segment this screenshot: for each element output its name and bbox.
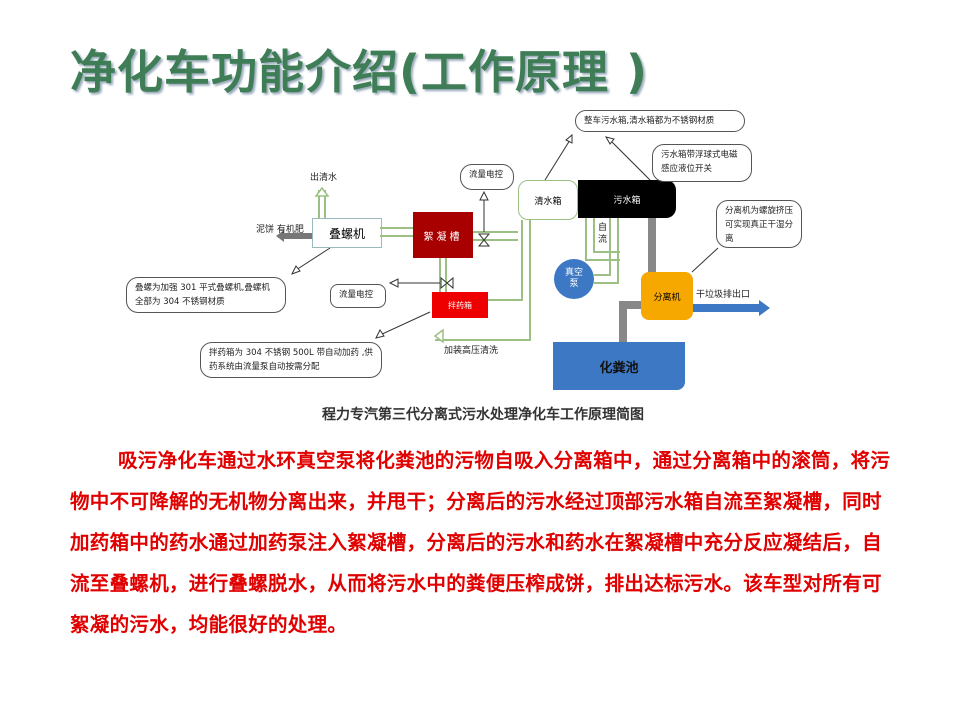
clean-water-out-label: 出清水 [310, 173, 338, 183]
flow-control-top-callout: 流量电控 [460, 164, 514, 190]
screw-press-note-callout: 叠螺为加强 301 平式叠螺机,叠螺机全部为 304 不锈钢材质 [126, 277, 286, 313]
vacuum-pump-circle: 真空泵 [554, 259, 594, 299]
screw-press-box: 叠螺机 [312, 218, 382, 248]
dry-waste-outlet-label: 干垃圾排出口 [696, 290, 751, 300]
dosing-tank-box: 拌药箱 [432, 292, 488, 318]
sludge-out-label: 泥饼 有机肥 [256, 225, 304, 235]
separator-note-callout: 分离机为螺旋挤压可实现真正干湿分离 [716, 200, 802, 248]
dosing-note-callout: 拌药箱为 304 不锈钢 500L 带自动加药 ,供药系统由流量泵自动按需分配 [200, 342, 382, 378]
page-title: 净化车功能介绍(工作原理 ) [70, 45, 649, 99]
high-pressure-wash-label: 加装高压清洗 [444, 346, 499, 356]
float-switch-note-callout: 污水箱带浮球式电磁感应液位开关 [652, 144, 752, 182]
septic-tank-box: 化粪池 [553, 342, 685, 390]
clean-tank-box: 清水箱 [518, 180, 578, 220]
flow-control-bottom-callout: 流量电控 [330, 284, 386, 308]
sewage-tank-box: 污水箱 [578, 180, 676, 218]
diagram-caption: 程力专汽第三代分离式污水处理净化车工作原理简图 [322, 407, 644, 423]
tanks-note-callout: 整车污水箱,清水箱都为不锈钢材质 [575, 110, 745, 132]
separator-box: 分离机 [641, 272, 693, 320]
description-paragraph: 吸污净化车通过水环真空泵将化粪池的污物自吸入分离箱中，通过分离箱中的滚筒，将污物… [70, 449, 891, 636]
gravity-flow-label: 自流 [598, 223, 608, 245]
flocculation-tank-box: 絮凝槽 [413, 212, 473, 258]
